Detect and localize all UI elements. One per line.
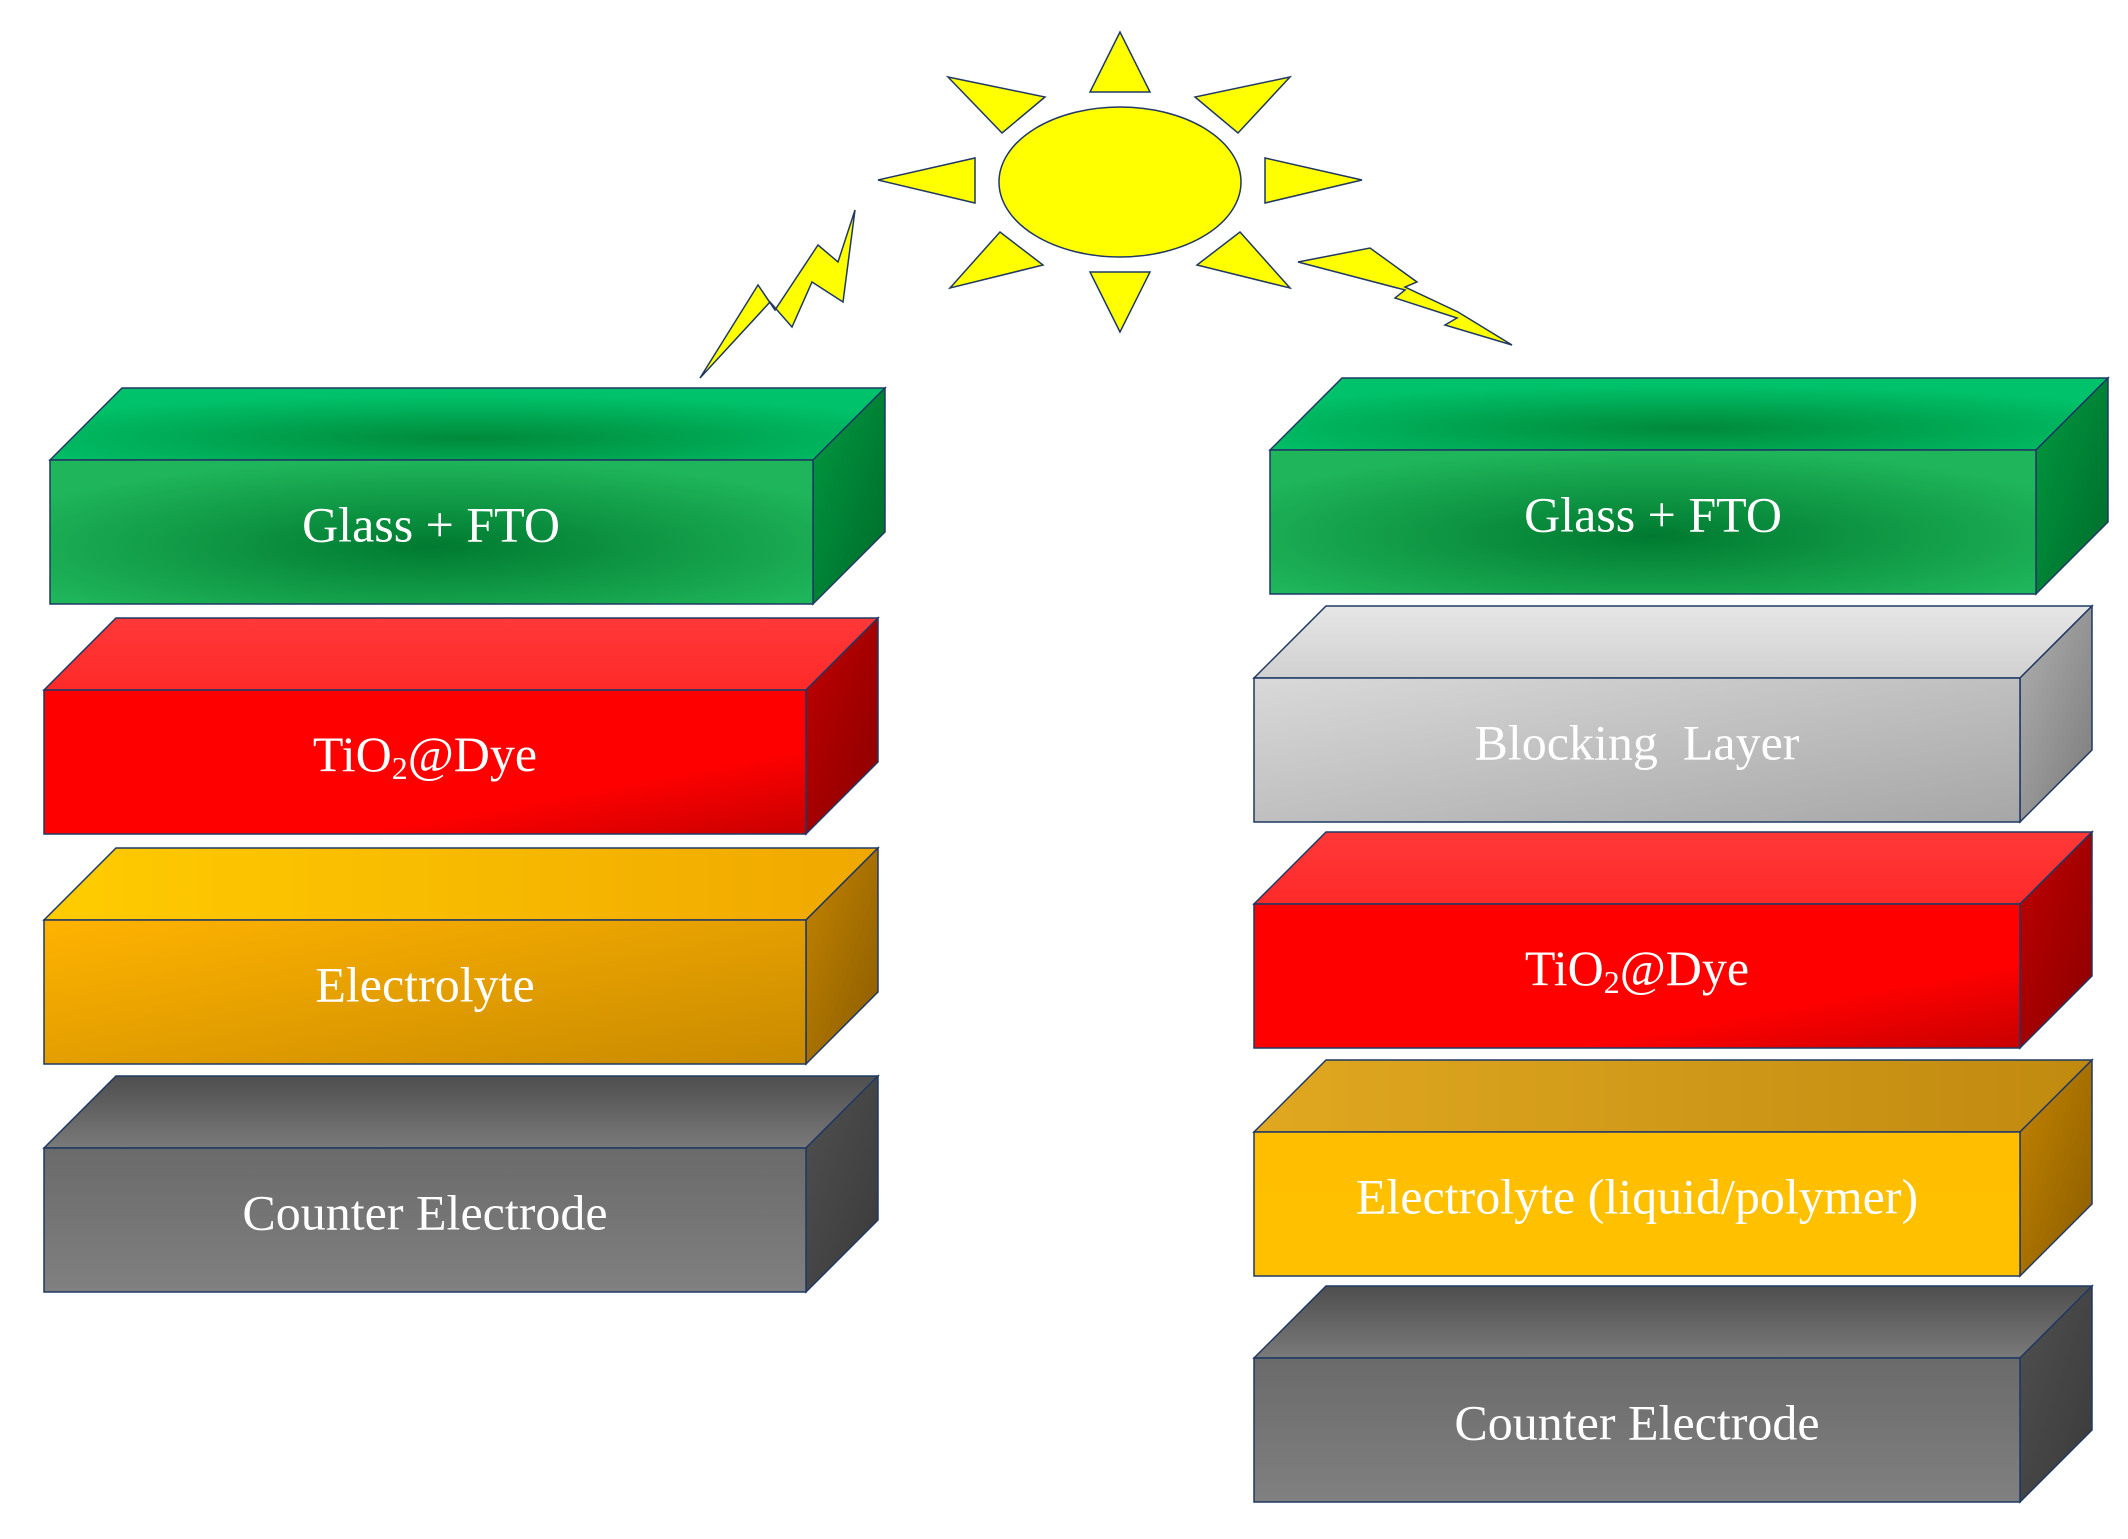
left-layer-electrolyte: Electrolyte (42, 846, 880, 1066)
sun-ray-top (1088, 30, 1152, 93)
layer-label: Counter Electrode (1454, 1394, 1819, 1450)
sun-ray-bottom (1088, 271, 1152, 334)
layer-label: TiO2@Dye (1525, 940, 1749, 1000)
layer-label: Blocking Layer (1475, 714, 1800, 770)
left-layer-tio2-dye: TiO2@Dye (42, 616, 880, 836)
right-layer-tio2-dye: TiO2@Dye (1252, 830, 2094, 1050)
lightning-bolt-right-icon (1297, 247, 1513, 346)
left-layer-counter-electrode: Counter Electrode (42, 1074, 880, 1294)
sun-icon (877, 30, 1363, 334)
left-layer-glass-fto: Glass + FTO (48, 386, 887, 606)
lightning-bolt-left-icon (699, 209, 856, 379)
layer-label: Counter Electrode (242, 1184, 607, 1240)
right-layer-blocking: Blocking Layer (1252, 604, 2094, 824)
layer-label: Electrolyte (liquid/polymer) (1356, 1168, 1918, 1224)
sun-ray-bottom-left (947, 230, 1045, 290)
right-layer-counter-electrode: Counter Electrode (1252, 1284, 2094, 1504)
sun-ray-top-right (1193, 75, 1293, 135)
sun-ray-left (877, 157, 976, 204)
layer-label: Glass + FTO (1524, 486, 1782, 542)
sun-ray-right (1264, 157, 1363, 204)
right-layer-glass-fto: Glass + FTO (1268, 376, 2110, 596)
right-layer-electrolyte: Electrolyte (liquid/polymer) (1252, 1058, 2094, 1278)
layer-label: Electrolyte (315, 956, 534, 1012)
layer-label: Glass + FTO (302, 496, 560, 552)
layer-label: TiO2@Dye (313, 726, 537, 786)
sun-ray-top-left (945, 75, 1047, 135)
sun-ray-bottom-right (1195, 230, 1293, 290)
left-stack: Glass + FTO TiO2@Dye Electrolyte Counter… (42, 386, 887, 1294)
right-stack: Glass + FTO Blocking Layer TiO2@Dye Elec… (1252, 376, 2110, 1504)
